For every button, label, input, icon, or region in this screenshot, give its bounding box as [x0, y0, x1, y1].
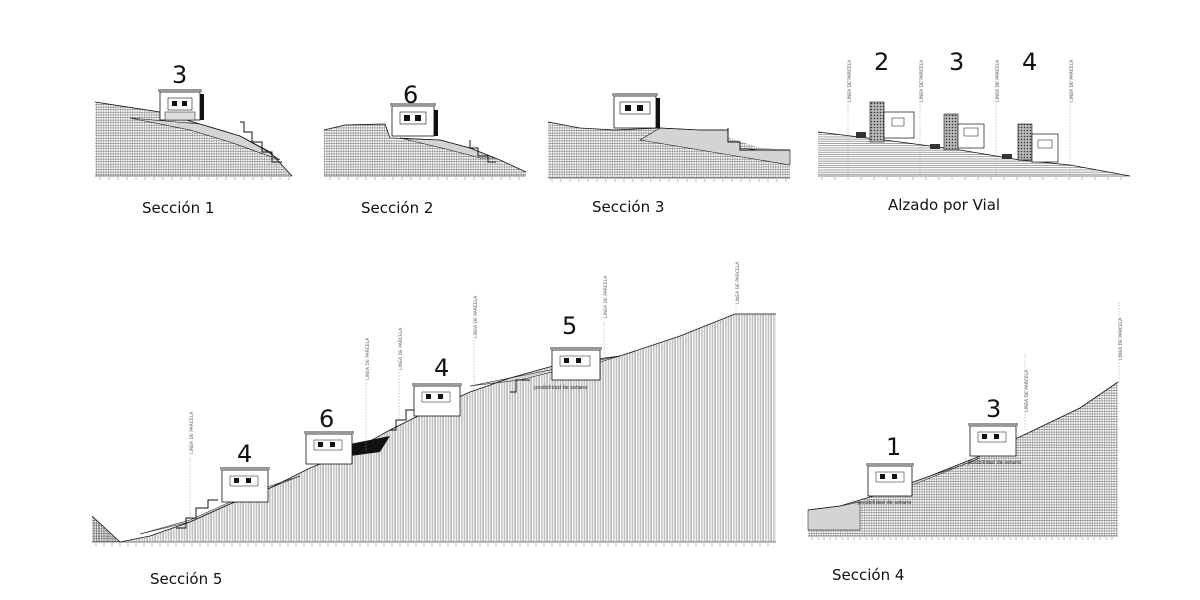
s4-basement-note-1: posibilidad de sotano — [858, 500, 911, 506]
s4-house-number-1: 1 — [886, 433, 901, 461]
s5-parcel-line-6: LINEA DE PARCELA — [735, 261, 741, 304]
s4-basement-note-2: posibilidad de sotano — [968, 460, 1021, 466]
section-5-drawing: LINEA DE PARCELA LINEA DE PARCELA LINEA … — [91, 261, 776, 546]
section-3-earth — [548, 122, 790, 178]
alzado-house-number-3: 3 — [949, 48, 964, 76]
s5-parcel-line-5: LINEA DE PARCELA — [603, 275, 609, 318]
alzado-parcel-line-4: LINEA DE PARCELA — [1069, 59, 1075, 102]
s4-house-number-2: 3 — [986, 395, 1001, 423]
house-section-3 — [612, 93, 660, 129]
caption-section-1: Sección 1 — [142, 199, 215, 217]
alzado-parcel-line-2: LINEA DE PARCELA — [919, 59, 925, 102]
s4-house-1 — [866, 463, 914, 497]
caption-section-3: Sección 3 — [592, 198, 665, 216]
alzado-parcel-line-1: LINEA DE PARCELA — [847, 59, 853, 102]
s5-parcel-line-2: LINEA DE PARCELA — [365, 337, 371, 380]
s5-parcel-line-3: LINEA DE PARCELA — [398, 327, 404, 370]
s5-house-number-4: 5 — [562, 312, 577, 340]
alzado-house-3 — [930, 113, 985, 151]
caption-alzado: Alzado por Vial — [888, 196, 1001, 214]
s5-house-number-1: 4 — [237, 440, 252, 468]
section-2-ticks — [329, 177, 520, 180]
house-number-section-1: 3 — [172, 61, 187, 89]
s4-parcel-line-1: LINEA DE PARCELA — [1024, 369, 1030, 412]
caption-section-5: Sección 5 — [150, 570, 223, 588]
section-2-drawing: 6 — [323, 81, 527, 180]
section-5-ticks — [95, 543, 769, 546]
s5-house-5 — [550, 347, 602, 381]
section-4-ticks — [811, 537, 1113, 540]
alzado-house-number-2: 2 — [874, 48, 889, 76]
section-1-drawing: 3 — [94, 61, 293, 180]
alzado-house-4 — [1002, 123, 1059, 163]
s5-house-number-3: 4 — [434, 354, 449, 382]
s4-parcel-line-2: LINEA DE PARCELA — [1118, 317, 1124, 360]
s4-house-3 — [968, 423, 1018, 457]
s5-house-number-2: 6 — [319, 405, 334, 433]
s5-house-6 — [304, 431, 354, 465]
house-3-section-1 — [158, 89, 204, 121]
section-5-earth — [92, 314, 776, 542]
alzado-earth — [818, 132, 1130, 176]
house-6-section-2 — [390, 103, 438, 137]
section-2-earth — [324, 124, 526, 176]
section-3-ticks — [551, 179, 787, 182]
s5-parcel-line-1: LINEA DE PARCELA — [189, 411, 195, 454]
s5-house-4b — [412, 383, 462, 417]
s5-basement-note: posibilidad de sotano — [534, 385, 587, 391]
alzado-house-number-4: 4 — [1022, 48, 1037, 76]
alzado-parcel-line-3: LINEA DE PARCELA — [995, 59, 1001, 102]
section-4-earth — [808, 382, 1118, 536]
section-3-drawing — [547, 93, 791, 182]
section-4-drawing: LINEA DE PARCELA LINEA DE PARCELA posibi… — [807, 302, 1124, 540]
alzado-ticks — [821, 177, 1122, 180]
house-number-section-2: 6 — [403, 81, 418, 109]
caption-section-4: Sección 4 — [832, 566, 905, 584]
alzado-drawing: LINEA DE PARCELA LINEA DE PARCELA LINEA … — [817, 48, 1131, 180]
s5-house-4a — [220, 467, 270, 503]
s5-parcel-line-4: LINEA DE PARCELA — [473, 295, 479, 338]
section-1-ticks — [99, 177, 290, 180]
caption-section-2: Sección 2 — [361, 199, 434, 217]
alzado-house-2 — [856, 101, 915, 143]
